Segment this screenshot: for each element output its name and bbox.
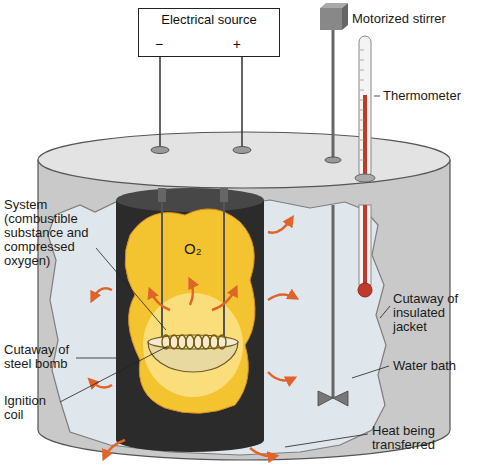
thermometer-ticks [360, 50, 364, 160]
insulated-jacket [38, 160, 450, 460]
gas-label: O₂ [184, 240, 224, 257]
flame-core [143, 293, 243, 397]
polarity-sign: − [155, 36, 163, 52]
part-label: Cutaway of insulated jacket [393, 292, 473, 334]
motor-side [342, 3, 348, 30]
stirrer-seal [325, 157, 341, 163]
electrode-wire [223, 202, 225, 338]
part-label: Heat being transferred [372, 424, 464, 452]
thermometer-column [363, 95, 367, 178]
electrode [158, 188, 166, 202]
combustion-region [125, 209, 255, 413]
part-label: System (combustible substance and compre… [4, 198, 99, 268]
thermometer-tube [359, 36, 371, 178]
part-label: Cutaway of steel bomb [4, 343, 84, 371]
ignition-coil [162, 335, 226, 349]
box-title: Electrical source [145, 12, 273, 28]
heat-arrows [90, 218, 296, 458]
part-label: Thermometer [383, 89, 488, 103]
stirrer-shaft [332, 205, 335, 398]
thermometer-bulb [358, 283, 372, 297]
polarity-sign: + [233, 36, 241, 52]
motor-front [320, 8, 342, 30]
terminal-row: −+ [145, 36, 273, 52]
cup-rim [148, 335, 238, 349]
water-bath-cutaway [48, 198, 386, 455]
electrode-wire [161, 202, 163, 338]
terminal [151, 147, 169, 154]
thermometer-column [363, 205, 367, 290]
steel-bomb [116, 200, 264, 452]
terminal [233, 147, 251, 154]
stirrer-shaft [332, 30, 335, 160]
part-label: Motorized stirrer [352, 12, 487, 26]
electrode [220, 188, 228, 202]
stirrer-paddle [318, 391, 348, 406]
power-supply-box: Electrical source−+ [138, 8, 280, 57]
leader-lines [60, 96, 390, 447]
thermometer-mount [355, 174, 375, 182]
part-label: Ignition coil [4, 394, 64, 422]
part-label: Water bath [393, 359, 488, 373]
jacket-lid [38, 132, 450, 188]
bomb-top [116, 188, 264, 212]
